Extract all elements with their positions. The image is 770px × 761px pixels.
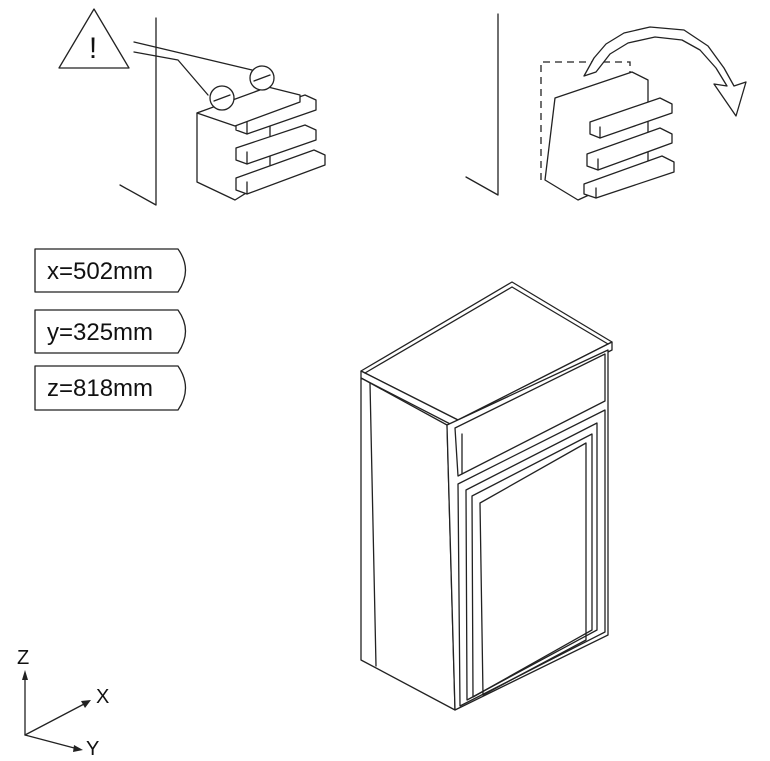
cabinet-side-panel: [360, 377, 456, 711]
step-wall-fixing: !: [58, 8, 326, 206]
axis-indicator: Z X Y: [17, 647, 109, 760]
step-tipping-warning: [465, 13, 747, 201]
svg-text:x=502mm: x=502mm: [47, 258, 153, 285]
axis-z-label: Z: [17, 647, 29, 669]
warning-symbol: !: [89, 32, 97, 65]
fixing-screw-icon: [209, 65, 275, 111]
dimension-x-label: x=502mm: [34, 248, 187, 293]
svg-text:y=325mm: y=325mm: [47, 319, 153, 346]
cabinet-drawers: [235, 94, 326, 195]
svg-text:z=818mm: z=818mm: [47, 375, 153, 402]
tipping-arrow-icon: [583, 26, 747, 117]
warning-icon: !: [58, 8, 130, 69]
cabinet-drawing: [360, 281, 613, 711]
drawer-front: [454, 353, 606, 477]
axis-x-label: X: [96, 686, 109, 708]
dimension-z-label: z=818mm: [34, 365, 187, 411]
dimension-y-label: y=325mm: [34, 309, 187, 354]
axis-y-label: Y: [86, 738, 99, 760]
dimension-labels: x=502mm y=325mm z=818mm: [34, 248, 187, 411]
